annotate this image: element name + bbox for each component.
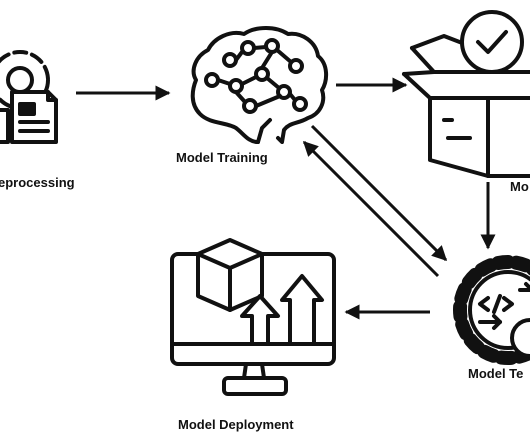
label-model-packaging: Mo: [510, 179, 529, 194]
label-model-testing: Model Te: [468, 366, 524, 381]
gear-document-icon: [0, 50, 58, 144]
monitor-cube-upload-icon: [170, 238, 336, 396]
brain-network-icon: [190, 26, 329, 144]
gear-code-icon: [453, 255, 530, 365]
box-checkmark-icon: [402, 10, 530, 178]
arrow-testing-to-training: [302, 140, 440, 278]
label-model-training: Model Training: [176, 150, 268, 165]
label-preprocessing: eprocessing: [0, 175, 75, 190]
label-model-deployment: Model Deployment: [178, 417, 294, 432]
arrow-training-to-testing: [310, 124, 448, 262]
arrows: [76, 77, 496, 320]
